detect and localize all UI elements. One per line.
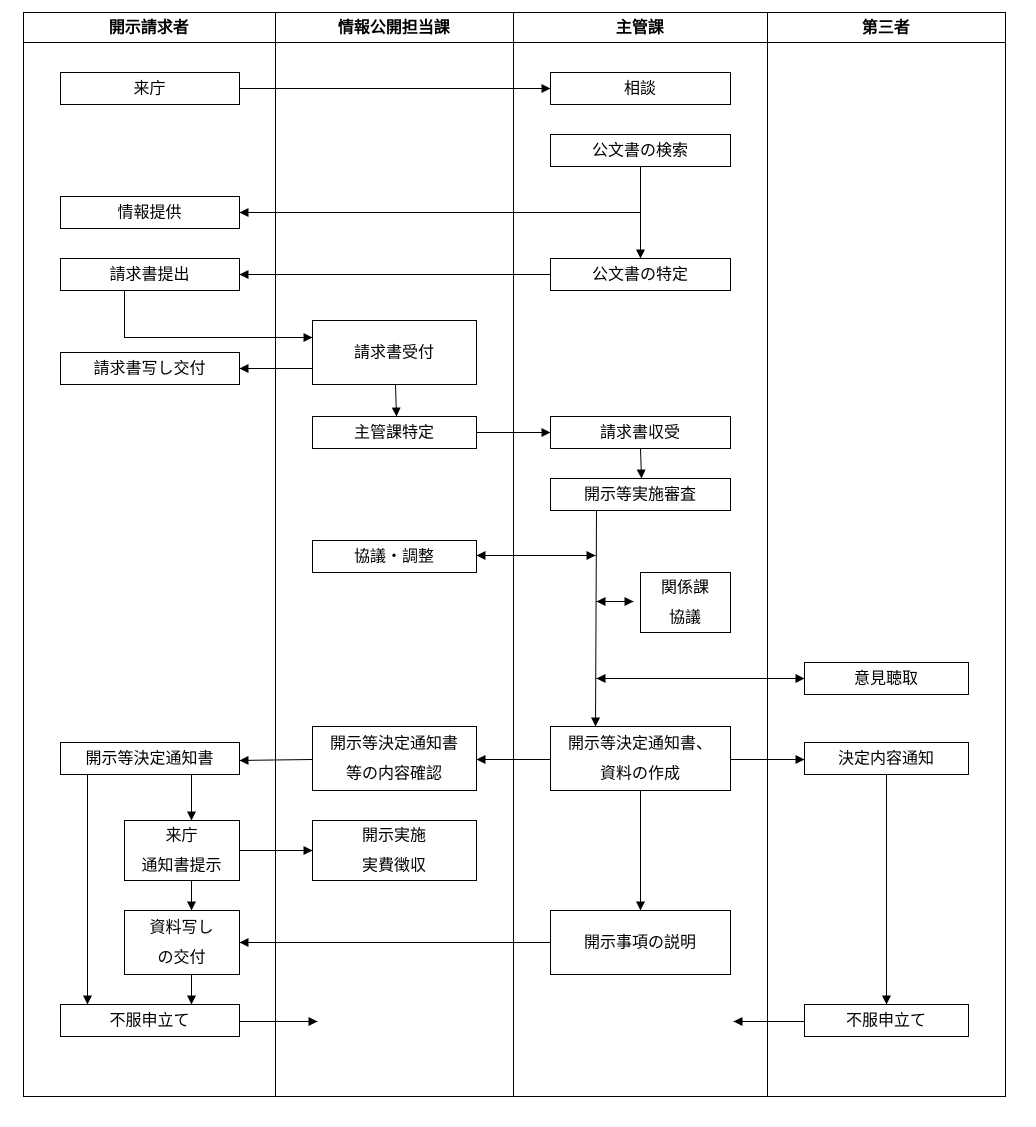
flow-arrow: [124, 290, 313, 342]
decision-notice-label: 開示等決定通知書: [85, 749, 213, 768]
disclosure-review-box: 開示等実施審査: [550, 478, 731, 511]
related-section-consultation-label: 協議: [669, 608, 701, 627]
consultation-coordination-box: 協議・調整: [312, 540, 477, 573]
information-provision-label: 情報提供: [117, 203, 181, 222]
flow-arrow: [636, 448, 646, 479]
objection-requester-label: 不服申立て: [109, 1011, 189, 1030]
document-identification-label: 公文書の特定: [592, 265, 688, 284]
responsible-section-identification-label: 主管課特定: [354, 423, 434, 442]
responsible-section-identification-box: 主管課特定: [312, 416, 477, 449]
notice-document-preparation-label: 資料の作成: [600, 764, 680, 783]
notice-document-preparation-label: 開示等決定通知書、: [568, 734, 712, 753]
consultation-box: 相談: [550, 72, 731, 105]
decision-content-notification-box: 決定内容通知: [804, 742, 969, 775]
flow-arrow: [591, 510, 601, 727]
opinion-hearing-box: 意見聴取: [804, 662, 969, 695]
document-search-label: 公文書の検索: [592, 141, 688, 160]
request-submission-box: 請求書提出: [60, 258, 240, 291]
visit-office-label: 来庁: [133, 79, 165, 98]
flow-arrow: [239, 755, 313, 765]
disclosure-fee-collection-label: 開示実施: [362, 826, 426, 845]
disclosure-review-label: 開示等実施審査: [584, 485, 696, 504]
objection-third-party-label: 不服申立て: [846, 1011, 926, 1030]
request-reception-label: 請求書受付: [354, 343, 434, 362]
request-copy-delivery-box: 請求書写し交付: [60, 352, 240, 385]
request-copy-delivery-label: 請求書写し交付: [93, 359, 205, 378]
request-receipt-box: 請求書収受: [550, 416, 731, 449]
lane-header-requester: 開示請求者: [109, 18, 189, 37]
request-submission-label: 請求書提出: [109, 265, 189, 284]
opinion-hearing-label: 意見聴取: [854, 669, 918, 688]
related-section-consultation-label: 関係課: [661, 578, 709, 597]
document-copy-delivery-label: 資料写し: [149, 918, 213, 937]
information-provision-box: 情報提供: [60, 196, 240, 229]
disclosure-explanation-box: 開示事項の説明: [550, 910, 731, 975]
lane-header-third-party: 第三者: [862, 18, 910, 37]
document-identification-box: 公文書の特定: [550, 258, 731, 291]
visit-notice-presentation-label: 通知書提示: [141, 856, 221, 875]
request-receipt-label: 請求書収受: [600, 423, 680, 442]
flow-arrow: [391, 384, 401, 417]
consultation-coordination-label: 協議・調整: [354, 547, 434, 566]
consultation-label: 相談: [624, 79, 656, 98]
notice-content-confirmation-label: 開示等決定通知書: [330, 734, 458, 753]
disclosure-fee-collection-label: 実費徴収: [362, 856, 426, 875]
decision-content-notification-label: 決定内容通知: [838, 749, 934, 768]
notice-content-confirmation-label: 等の内容確認: [346, 764, 442, 783]
request-reception-box: 請求書受付: [312, 320, 477, 385]
connectors: [83, 84, 891, 1026]
document-search-box: 公文書の検索: [550, 134, 731, 167]
lane-header-responsible-section: 主管課: [616, 18, 665, 37]
visit-notice-presentation-label: 来庁: [165, 826, 197, 845]
document-copy-delivery-label: の交付: [157, 948, 205, 967]
objection-requester-box: 不服申立て: [60, 1004, 240, 1037]
lane-header-info-disclosure-section: 情報公開担当課: [338, 18, 451, 37]
visit-office-box: 来庁: [60, 72, 240, 105]
notice-document-preparation-box: 開示等決定通知書、資料の作成: [550, 726, 731, 791]
objection-third-party-box: 不服申立て: [804, 1004, 969, 1037]
decision-notice-box: 開示等決定通知書: [60, 742, 240, 775]
disclosure-explanation-label: 開示事項の説明: [584, 933, 696, 952]
swimlane-frame: [23, 12, 1006, 1097]
